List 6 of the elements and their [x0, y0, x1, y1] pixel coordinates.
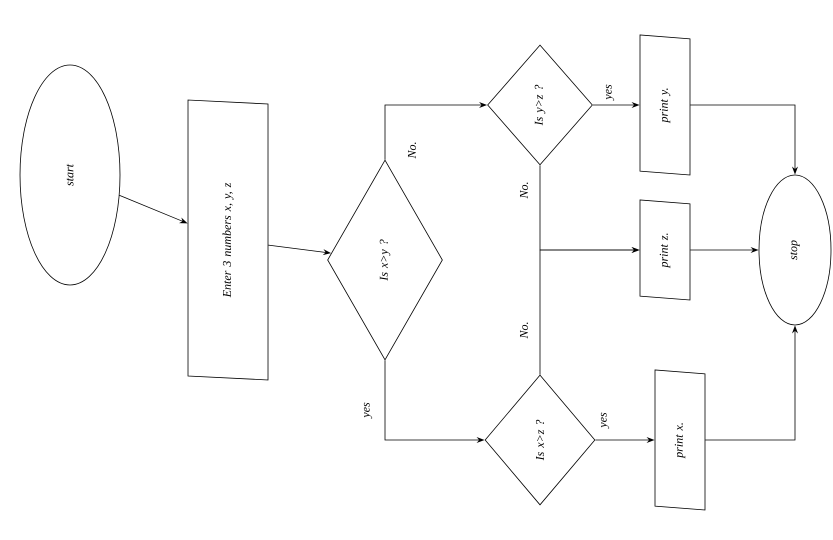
output-parallelogram: print y.: [640, 34, 690, 176]
terminal-oval: stop: [758, 174, 832, 326]
input-parallelogram: Enter 3 numbers x, y, z: [188, 100, 268, 380]
terminal-oval: start: [20, 64, 120, 286]
output-parallelogram: print x.: [654, 370, 706, 510]
output-parallelogram: print z.: [640, 200, 690, 300]
